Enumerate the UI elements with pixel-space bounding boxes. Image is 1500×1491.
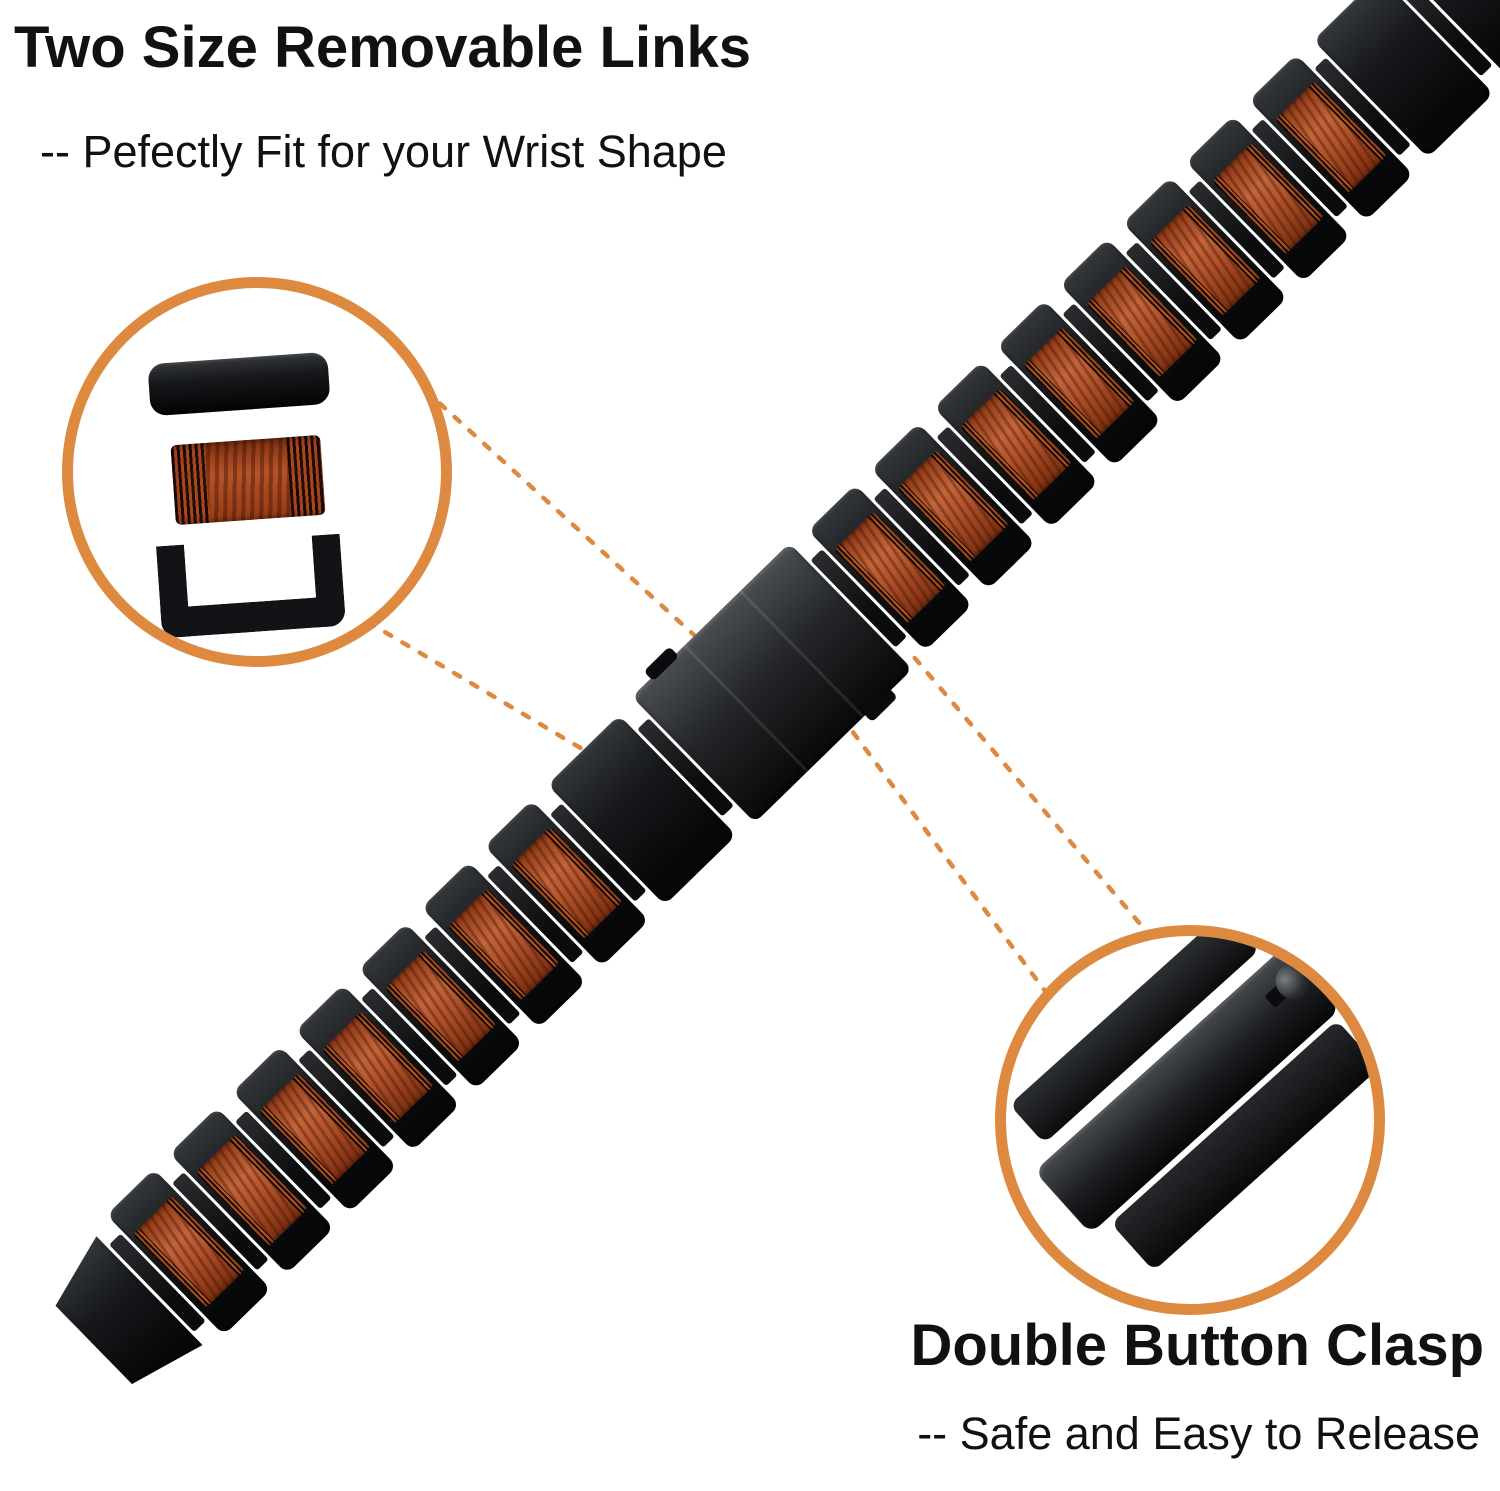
link-shell-illustration (147, 351, 331, 417)
clasp-subtitle: -- Safe and Easy to Release (917, 1408, 1480, 1459)
leader-line (905, 647, 1155, 941)
leader-line (422, 387, 708, 648)
removable-link-callout-circle (62, 277, 452, 667)
leader-line (835, 709, 1051, 998)
clasp-title: Double Button Clasp (910, 1313, 1484, 1378)
clasp-closeup-illustration (1006, 936, 1374, 1304)
removable-links-subtitle: -- Pefectly Fit for your Wrist Shape (40, 126, 727, 177)
leader-line (365, 619, 651, 791)
clasp-callout-circle (995, 925, 1385, 1315)
clasp-seam (683, 644, 809, 773)
wood-link-illustration (170, 434, 326, 526)
link-bracket-illustration (156, 533, 346, 639)
removable-links-title: Two Size Removable Links (14, 15, 752, 80)
clasp-seam (739, 589, 865, 718)
